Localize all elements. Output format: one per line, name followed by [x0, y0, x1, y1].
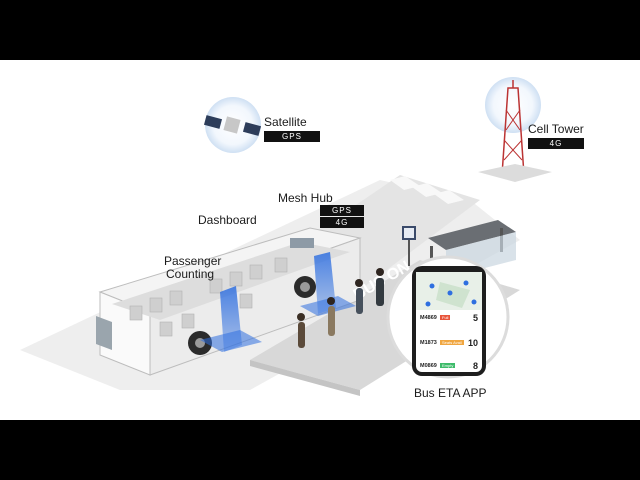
route-id: M4869: [420, 315, 437, 321]
crosswalk: [390, 176, 464, 204]
bus-eta-app-label: Bus ETA APP: [414, 386, 487, 400]
occupancy-badge: Seats Avail: [440, 340, 464, 345]
letterbox-top: [0, 0, 640, 60]
satellite-icon: [203, 97, 262, 153]
satellite-label: Satellite: [264, 115, 307, 129]
mesh-hub-tag-4g: 4G: [320, 217, 364, 228]
mesh-hub-tag-gps: GPS: [320, 205, 364, 216]
bus-stop-sign: [402, 226, 416, 266]
mesh-hub-label: Mesh Hub: [278, 191, 333, 205]
eta-minutes: 5: [472, 313, 478, 323]
eta-minutes: 8: [472, 361, 478, 371]
phone: [412, 266, 486, 376]
app-row[interactable]: M0869 Empty 8: [420, 361, 480, 373]
letterbox-bottom: [0, 420, 640, 480]
occupancy-badge: Empty: [440, 363, 456, 368]
occupancy-badge: Full: [440, 315, 451, 320]
eta-minutes: 10: [467, 338, 478, 348]
satellite-tag: GPS: [264, 131, 320, 142]
bus-system-diagram: BUS ON: [0, 60, 640, 420]
route-id: M0869: [420, 363, 437, 369]
sensor-floor-front: [300, 296, 356, 316]
cell-tower-label: Cell Tower: [528, 122, 584, 136]
sensor-floor-rear: [200, 330, 262, 352]
passenger-counting-label-line1: Passenger: [164, 254, 222, 268]
diagram-graphics: BUS ON: [20, 77, 552, 396]
cell-tower-tag: 4G: [528, 138, 584, 149]
passenger-counting-label-line2: Counting: [166, 267, 215, 281]
dashboard-label: Dashboard: [198, 213, 257, 227]
sidewalk-edge: [250, 360, 360, 396]
pedestrians: [297, 268, 384, 348]
app-row[interactable]: M1873 Seats Avail 10: [420, 338, 480, 354]
cell-tower-icon: [478, 77, 552, 182]
app-row[interactable]: M4869 Full 5: [420, 313, 480, 329]
route-id: M1873: [420, 340, 437, 346]
